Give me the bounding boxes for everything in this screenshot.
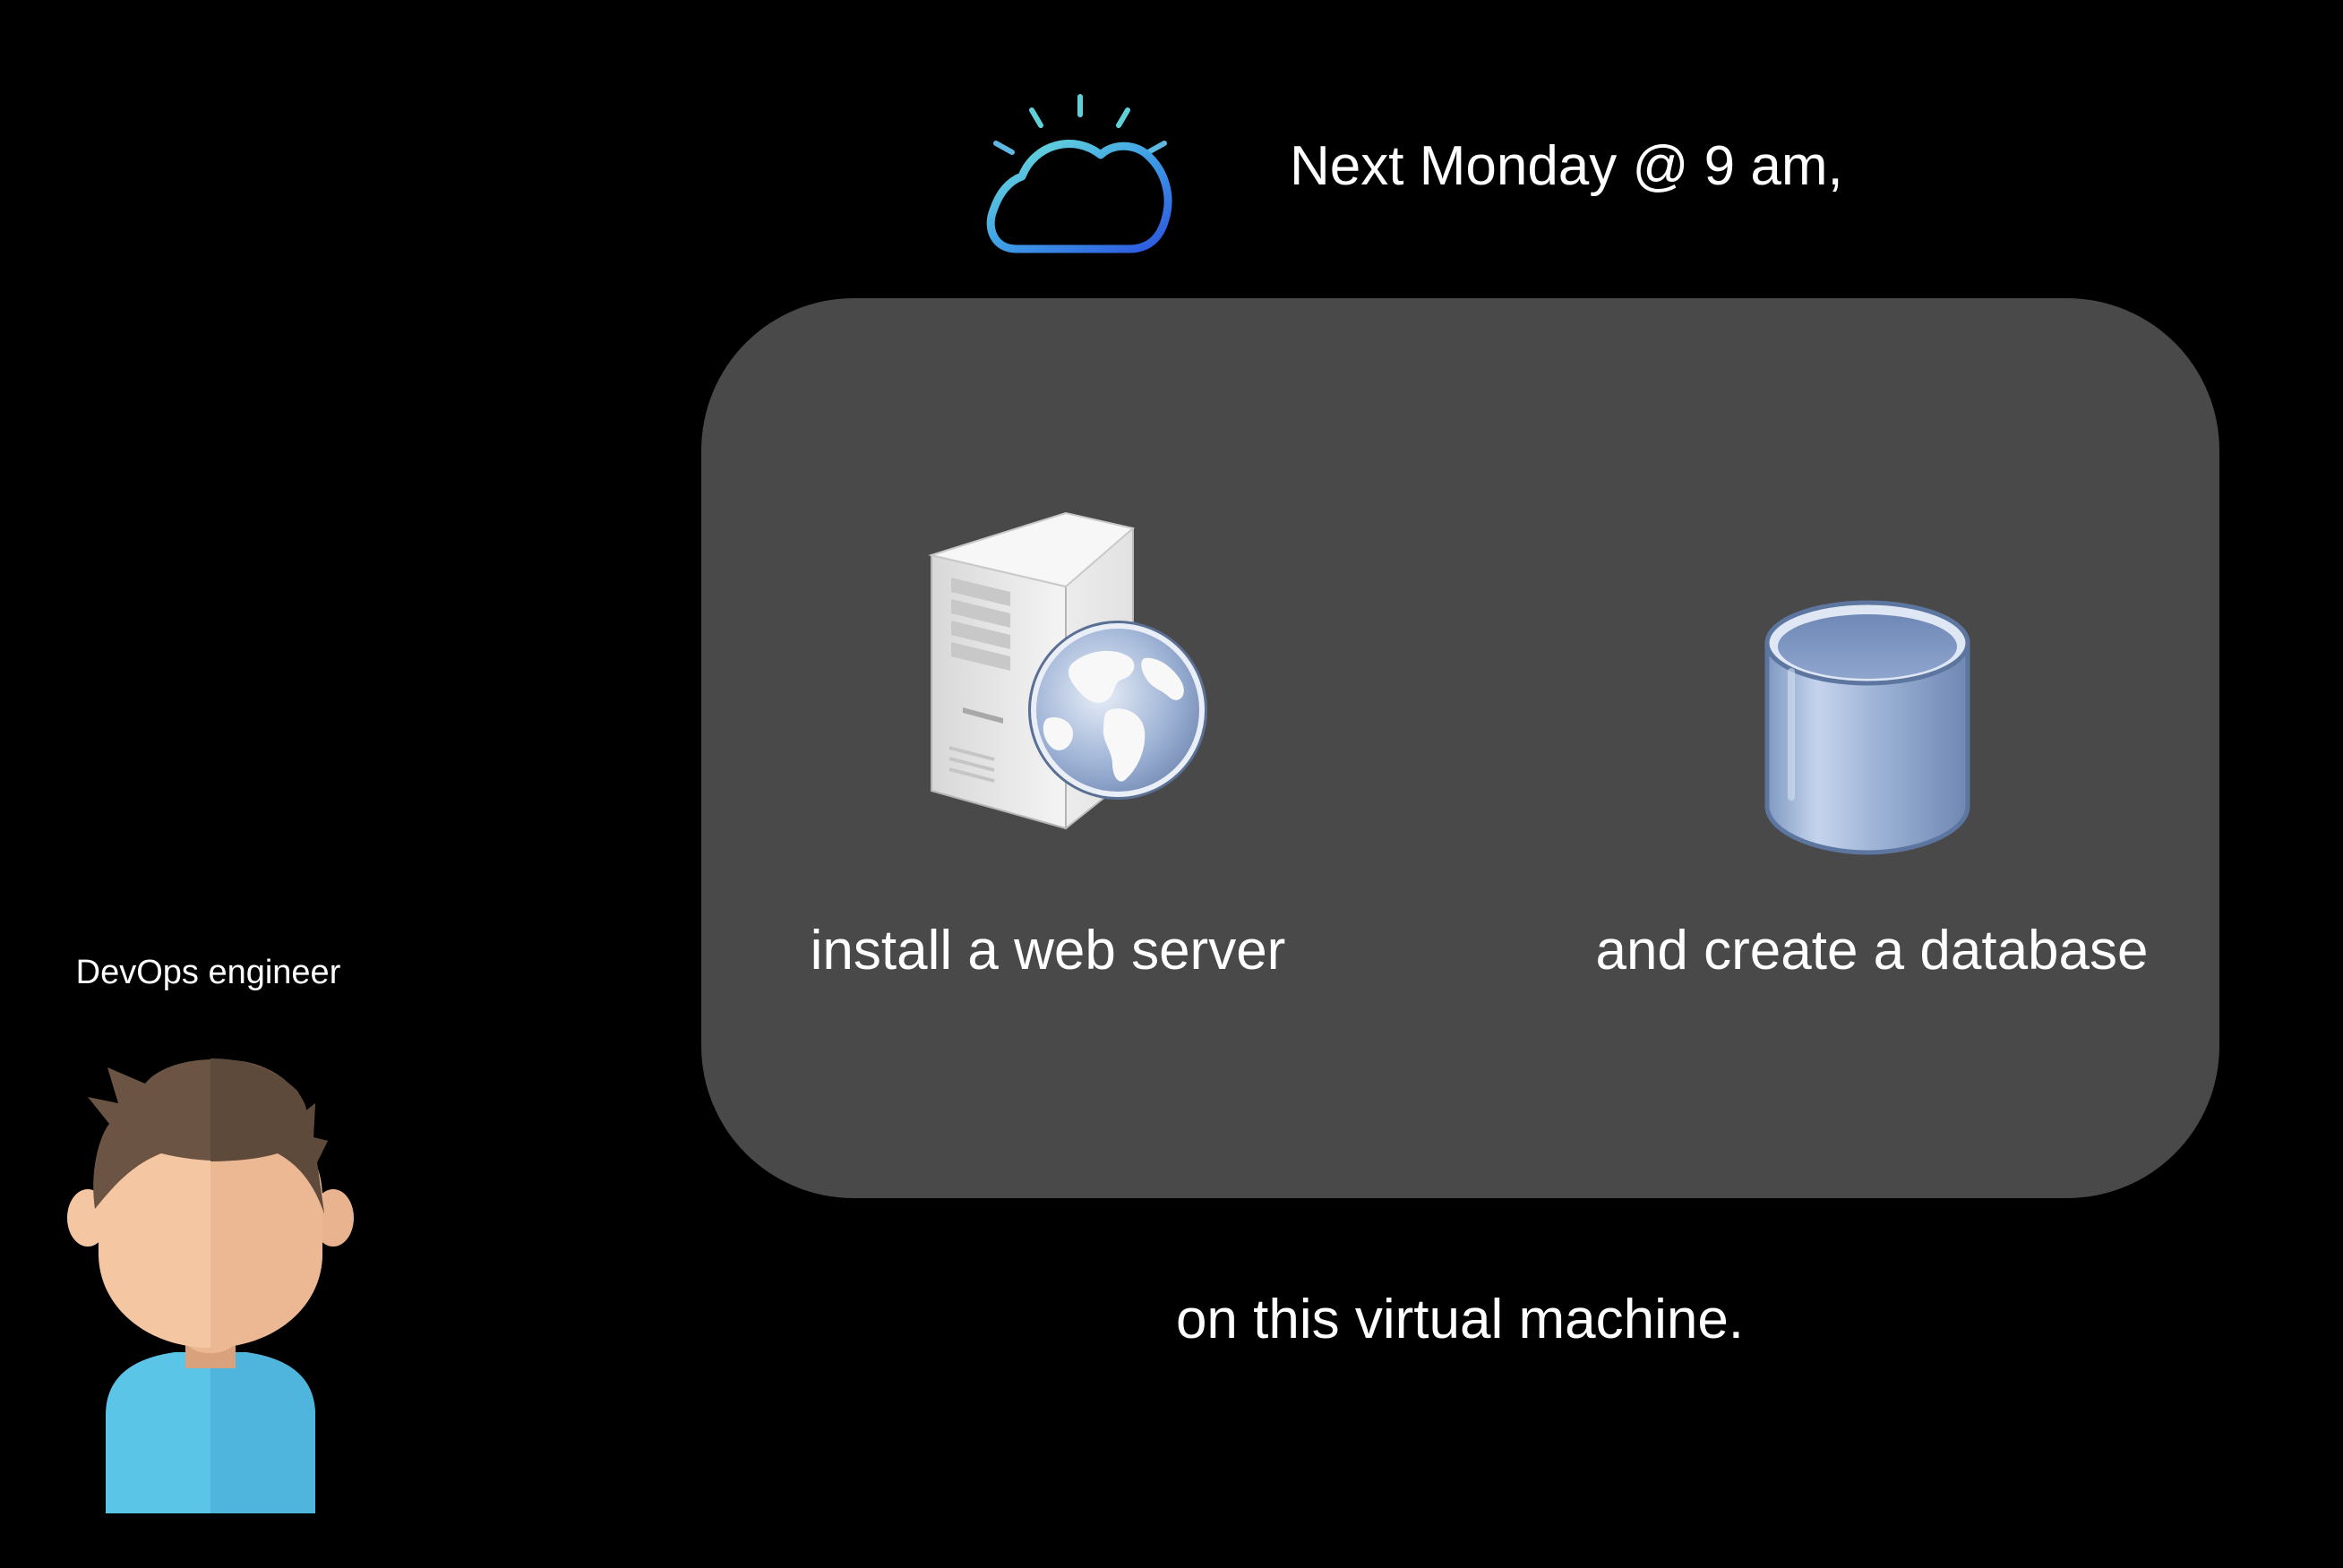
headline: Next Monday @ 9 am,: [1290, 135, 1843, 197]
database-icon: [1755, 591, 1979, 864]
web-server-icon: [914, 506, 1209, 837]
web-server-label: install a web server: [810, 920, 1286, 981]
footer-caption: on this virtual machine.: [1175, 1289, 1745, 1350]
person-avatar-icon: [63, 1048, 358, 1513]
cloud-icon: [981, 85, 1178, 264]
database-label: and create a database: [1595, 920, 2149, 981]
person-label: DevOps engineer: [75, 954, 341, 991]
